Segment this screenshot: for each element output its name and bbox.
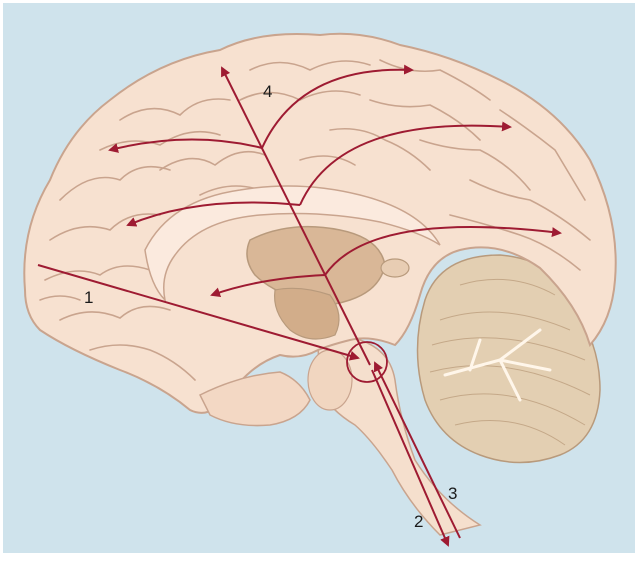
- label-1: 1: [84, 288, 93, 308]
- label-4: 4: [263, 82, 272, 102]
- pineal: [381, 259, 409, 277]
- label-3: 3: [448, 484, 457, 504]
- label-2: 2: [414, 512, 423, 532]
- pons: [308, 350, 352, 410]
